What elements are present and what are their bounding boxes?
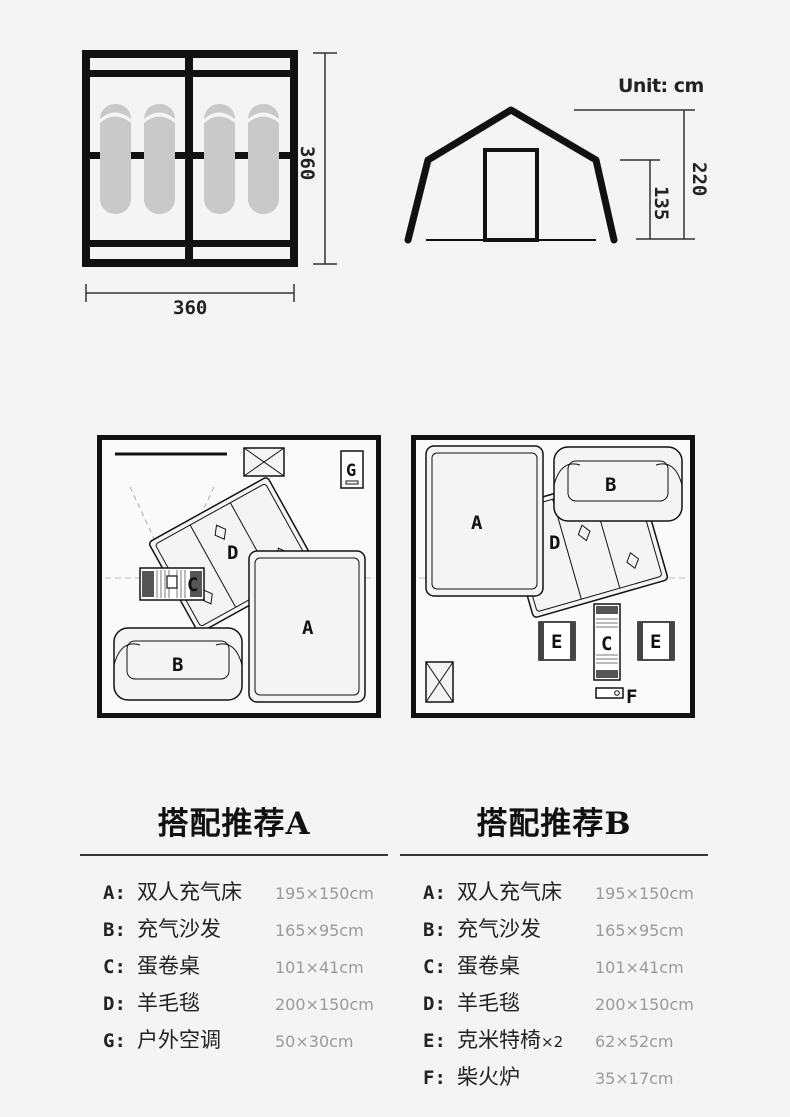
list-item: G: 户外空调 50×30cm (103, 1028, 354, 1052)
layout-b-divider (400, 854, 708, 856)
layout-a-label-g: G (346, 461, 356, 481)
storage-box-icon (425, 661, 454, 703)
layout-a-diagram: A B C D G (97, 435, 381, 718)
storage-box-icon (243, 447, 285, 477)
sleeping-bags (100, 104, 279, 214)
list-item: B: 充气沙发 165×95cm (103, 917, 364, 941)
air-sofa-icon (553, 446, 683, 522)
list-item: C: 蛋卷桌 101×41cm (423, 954, 684, 978)
unit-label: Unit: cm (618, 75, 704, 97)
layout-a-label-a: A (302, 617, 314, 639)
layout-a-item-list: A: 双人充气床 195×150cm B: 充气沙发 165×95cm C: 蛋… (103, 876, 374, 1061)
list-item: B: 充气沙发 165×95cm (423, 917, 684, 941)
layout-a-label-b: B (172, 654, 183, 676)
layout-b-label-c: C (601, 633, 612, 655)
layout-a-divider (80, 854, 388, 856)
layout-b-label-f: F (626, 686, 637, 708)
layout-b-label-a: A (471, 512, 483, 534)
plan-width-label: 360 (173, 297, 208, 319)
layout-b-label-b: B (605, 474, 616, 496)
list-item: D: 羊毛毯 200×150cm (423, 991, 694, 1015)
roll-table-icon (593, 603, 621, 681)
air-sofa-icon (113, 627, 243, 701)
layout-b-label-e-right: E (650, 631, 661, 653)
tent-floor-plan (82, 50, 337, 302)
air-conditioner-icon (340, 450, 364, 489)
list-item: A: 双人充气床 195×150cm (103, 880, 374, 904)
layout-a-label-c: C (187, 574, 198, 596)
wall-height-label: 135 (650, 186, 672, 221)
roll-table-icon (139, 567, 205, 601)
list-item: C: 蛋卷桌 101×41cm (103, 954, 364, 978)
layout-b-title: 搭配推荐B (476, 806, 632, 842)
air-bed-icon (425, 445, 544, 597)
layout-b-label-e-left: E (551, 631, 562, 653)
wood-stove-icon (595, 687, 624, 699)
total-height-label: 220 (688, 162, 710, 197)
list-item: E: 克米特椅×2 62×52cm (423, 1028, 674, 1052)
tent-elevation (404, 106, 695, 244)
layout-a-title: 搭配推荐A (157, 806, 311, 842)
layout-b-diagram: A B C D E E F (411, 435, 695, 718)
layout-b-label-d: D (549, 532, 560, 554)
air-bed-icon (248, 550, 366, 703)
layout-a-label-d: D (227, 542, 238, 564)
kermit-chair-left-icon (538, 621, 576, 661)
list-item: A: 双人充气床 195×150cm (423, 880, 694, 904)
list-item: F: 柴火炉 35×17cm (423, 1065, 674, 1089)
kermit-chair-right-icon (637, 621, 675, 661)
layout-b-item-list: A: 双人充气床 195×150cm B: 充气沙发 165×95cm C: 蛋… (423, 876, 694, 1098)
list-item: D: 羊毛毯 200×150cm (103, 991, 374, 1015)
